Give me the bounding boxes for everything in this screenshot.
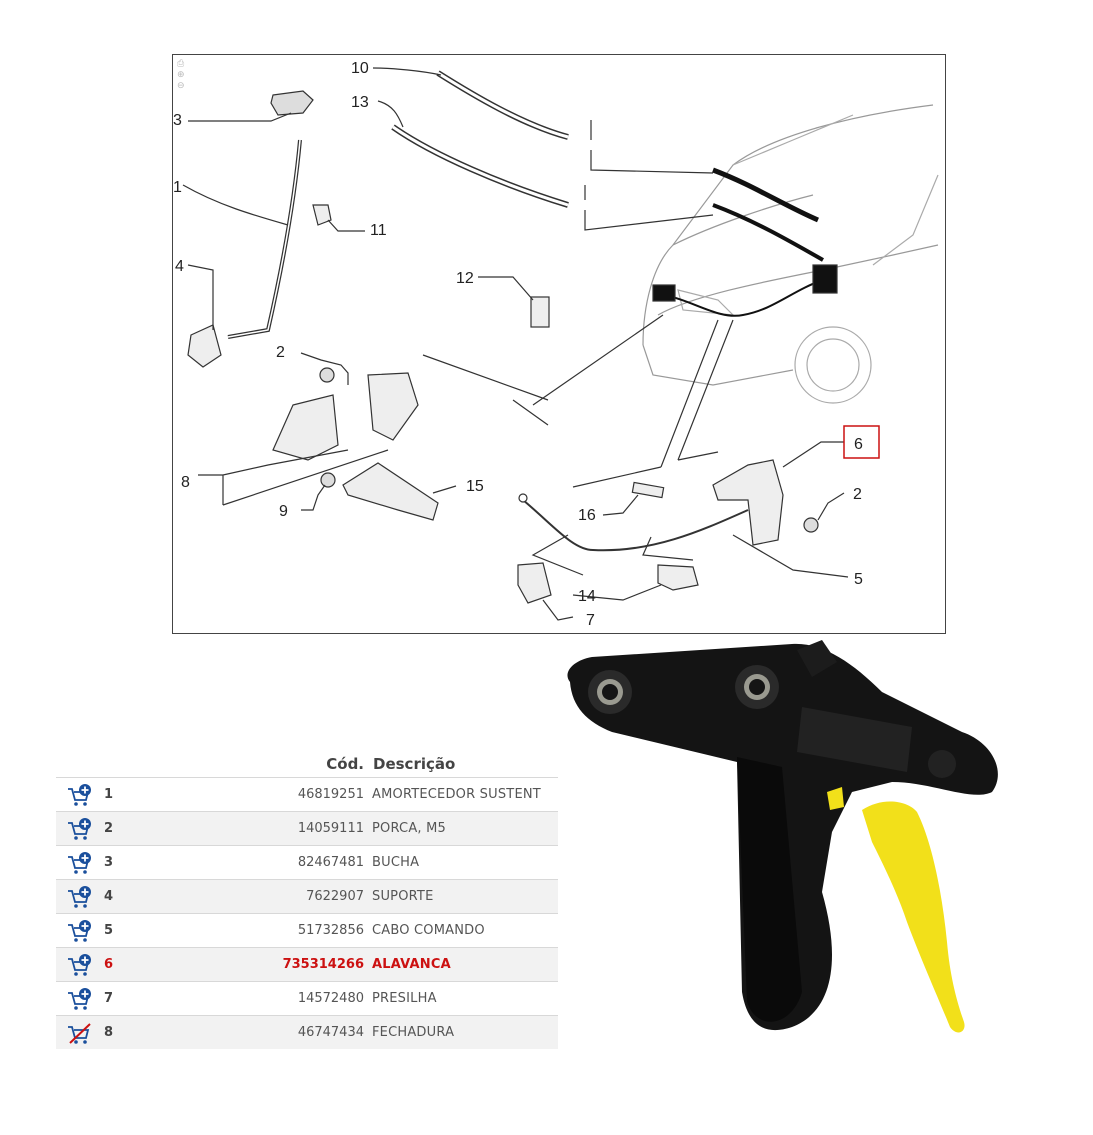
row-desc: ALAVANCA (372, 947, 558, 982)
row-cod: 51732856 (134, 913, 372, 948)
row-desc: SUPORTE (372, 879, 558, 914)
row-desc: PRESILHA (372, 981, 558, 1016)
table-row: 3 82467481 BUCHA (56, 845, 558, 880)
print-icon[interactable]: ⎙ (177, 59, 185, 69)
row-num: 1 (104, 777, 134, 812)
callout-15: 15 (466, 478, 484, 495)
zoom-out-icon[interactable]: ⊖ (177, 81, 185, 91)
table-row-selected: 6 735314266 ALAVANCA (56, 947, 558, 982)
callout-12: 12 (456, 270, 474, 287)
parts-table: Cód. Descrição 1 46819251 AMORTECEDOR SU… (56, 740, 558, 1049)
row-num: 4 (104, 879, 134, 914)
cart-add-icon[interactable] (56, 879, 104, 914)
row-num: 2 (104, 811, 134, 846)
row-num: 3 (104, 845, 134, 880)
callout-13: 13 (351, 94, 369, 111)
callout-3: 3 (173, 112, 182, 129)
table-row: 8 46747434 FECHADURA (56, 1015, 558, 1049)
cart-add-icon[interactable] (56, 913, 104, 948)
row-cod: 82467481 (134, 845, 372, 880)
callout-1: 1 (173, 179, 182, 196)
parts-diagram: ⎙ ⊕ ⊖ (172, 54, 946, 634)
row-cod: 735314266 (134, 947, 372, 982)
callout-5: 5 (854, 571, 863, 588)
header-desc: Descrição (373, 755, 456, 773)
table-header-row: Cód. Descrição (56, 740, 558, 778)
row-desc: CABO COMANDO (372, 913, 558, 948)
row-num: 8 (104, 1015, 134, 1049)
row-desc: FECHADURA (372, 1015, 558, 1049)
row-cod: 7622907 (134, 879, 372, 914)
callout-11: 11 (370, 222, 387, 239)
header-cod: Cód. (326, 755, 364, 773)
cart-add-icon[interactable] (56, 845, 104, 880)
table-row: 1 46819251 AMORTECEDOR SUSTENT (56, 777, 558, 812)
callout-4: 4 (175, 258, 184, 275)
row-cod: 14572480 (134, 981, 372, 1016)
callout-7: 7 (586, 612, 595, 629)
callout-2a: 2 (276, 344, 285, 361)
diagram-toolbar: ⎙ ⊕ ⊖ (177, 59, 185, 91)
table-row: 7 14572480 PRESILHA (56, 981, 558, 1016)
row-cod: 46819251 (134, 777, 372, 812)
cart-add-icon[interactable] (56, 811, 104, 846)
zoom-in-icon[interactable]: ⊕ (177, 70, 185, 80)
table-row: 2 14059111 PORCA, M5 (56, 811, 558, 846)
row-num: 6 (104, 947, 134, 982)
row-num: 7 (104, 981, 134, 1016)
row-desc: PORCA, M5 (372, 811, 558, 846)
table-row: 4 7622907 SUPORTE (56, 879, 558, 914)
row-cod: 46747434 (134, 1015, 372, 1049)
callout-10: 10 (351, 60, 369, 77)
row-num: 5 (104, 913, 134, 948)
cart-add-icon[interactable] (56, 947, 104, 982)
table-row: 5 51732856 CABO COMANDO (56, 913, 558, 948)
row-desc: BUCHA (372, 845, 558, 880)
callout-2b: 2 (853, 486, 862, 503)
row-cod: 14059111 (134, 811, 372, 846)
diagram-drawing: 10 13 3 1 11 4 12 2 8 9 15 16 6 2 5 14 7 (173, 60, 939, 629)
cart-add-icon[interactable] (56, 777, 104, 812)
row-desc: AMORTECEDOR SUSTENT (372, 777, 558, 812)
callout-9: 9 (279, 503, 288, 520)
callout-8: 8 (181, 474, 190, 491)
callout-16: 16 (578, 507, 596, 524)
callout-6: 6 (854, 436, 863, 453)
cart-add-icon[interactable] (56, 981, 104, 1016)
callout-14: 14 (578, 588, 596, 605)
cart-unavailable-icon (56, 1015, 104, 1049)
lever-product-photo (567, 640, 998, 1033)
